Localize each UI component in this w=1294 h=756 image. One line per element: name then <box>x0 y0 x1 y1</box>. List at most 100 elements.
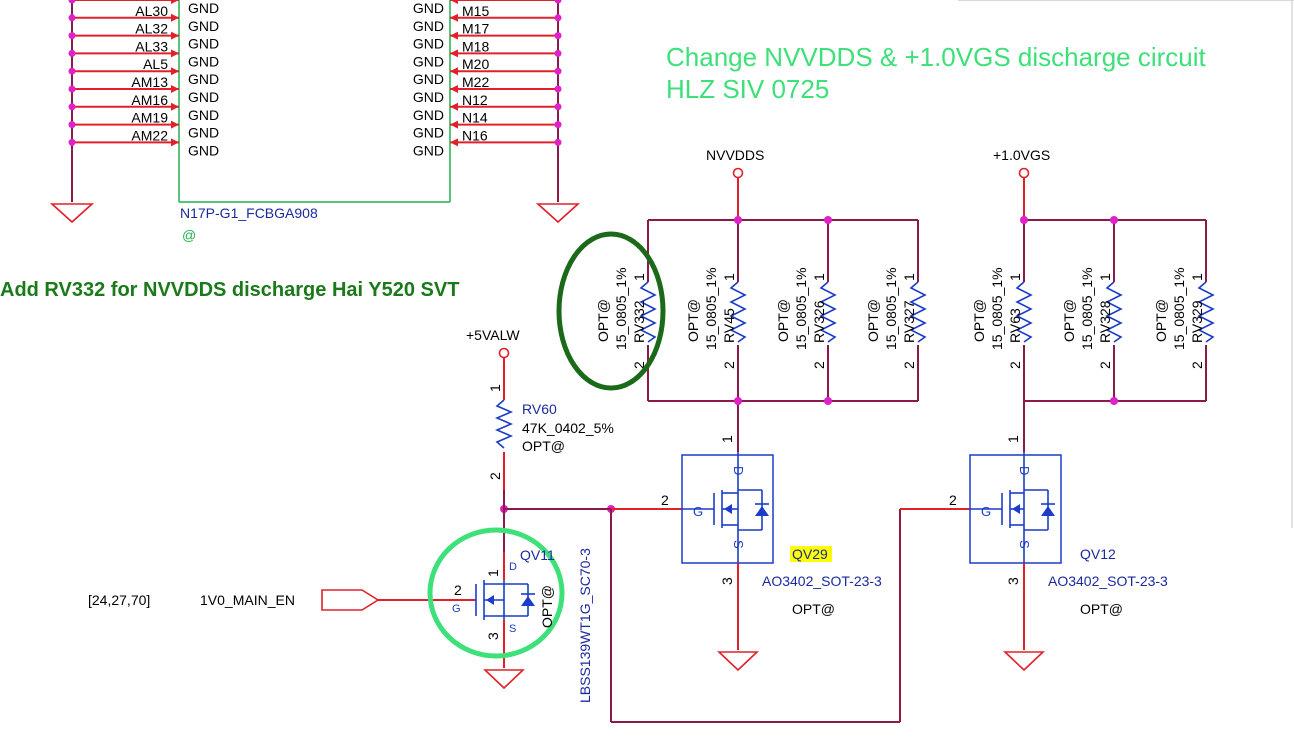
qv11-d-label: D <box>509 561 517 573</box>
resistor-opt-label: OPT@ <box>1061 299 1077 342</box>
valw-rail-port <box>498 347 510 359</box>
gpu-pin-lines <box>68 0 562 147</box>
resistor-pin2-label: 2 <box>631 361 647 369</box>
pin-arrow-icon <box>171 13 179 22</box>
resistor-opt-label: OPT@ <box>865 299 881 342</box>
gpu-symbol <box>178 0 451 203</box>
rv60-pin2: 2 <box>487 472 503 480</box>
qv12-pin-s: 3 <box>1005 577 1021 585</box>
add-rv332-note: Add RV332 for NVVDDS discharge Hai Y520 … <box>0 279 459 301</box>
rv60-ref: RV60 <box>522 401 557 417</box>
gpu-left-pin-labels: AL28GNDAL30GNDAL32GNDAL33GNDAL5GNDAM13GN… <box>131 0 219 158</box>
gpu-right-pin-label: M18 <box>462 38 489 54</box>
enable-sheet-refs: [24,27,70] <box>88 592 150 608</box>
qv11-part: LBSS139WT1G_SC70-3 <box>577 548 593 703</box>
qv11-highlight-circle <box>427 527 565 659</box>
junction-dot <box>68 103 76 111</box>
gpu-left-pin-label: AM16 <box>131 92 168 108</box>
gpu-right-pin-label: M17 <box>462 21 489 37</box>
enable-port-arrow-icon <box>321 589 380 611</box>
pin-arrow-icon <box>450 31 458 40</box>
qv11-opt: OPT@ <box>539 585 555 628</box>
qv11-s-label: S <box>509 623 516 635</box>
qv11-mosfet <box>378 552 535 668</box>
qv29-pin-s: 3 <box>719 577 735 585</box>
gpu-gnd-label: GND <box>413 89 444 105</box>
resistor-ref-label: RV63 <box>1007 308 1023 343</box>
gpu-right-pin-label: M22 <box>462 74 489 90</box>
change-note-line2: HLZ SIV 0725 <box>666 74 829 104</box>
gpu-gnd-label: GND <box>188 18 219 34</box>
resistor-opt-label: OPT@ <box>595 299 611 342</box>
pin-arrow-icon <box>171 31 179 40</box>
resistor-ref-label: RV45 <box>721 308 737 343</box>
discharge-resistors: OPT@15_0805_1%RV33212OPT@15_0805_1%RV451… <box>595 267 1215 369</box>
resistor-opt-label: OPT@ <box>685 299 701 342</box>
resistor-pin2-label: 2 <box>1189 361 1205 369</box>
ground-icon <box>716 651 760 672</box>
junction-dot <box>68 14 76 22</box>
gpu-right-pin-label: N12 <box>462 92 488 108</box>
pin-arrow-icon <box>450 138 458 147</box>
gpu-left-pin-label: AM19 <box>131 110 168 126</box>
gpu-left-pin-label: AL30 <box>135 3 168 19</box>
qv29-mosfet <box>681 452 774 650</box>
pin-arrow-icon <box>171 120 179 129</box>
gpu-gnd-label: GND <box>188 71 219 87</box>
gpu-gnd-label: GND <box>413 36 444 52</box>
pin-arrow-icon <box>171 0 179 4</box>
pin-arrow-icon <box>171 102 179 111</box>
qv11-pin-s: 3 <box>485 632 501 640</box>
resistor-pin1-label: 1 <box>1189 273 1205 281</box>
qv11-g-label: G <box>452 603 461 615</box>
change-note-line1: Change NVVDDS & +1.0VGS discharge circui… <box>666 42 1207 72</box>
qv11-pin-g: 2 <box>454 582 462 598</box>
junction-dot <box>554 49 562 57</box>
gpu-gnd-label: GND <box>413 107 444 123</box>
pin-arrow-icon <box>450 0 458 4</box>
gpu-left-pin-label: AL32 <box>135 21 168 37</box>
qv12-pin-g: 2 <box>949 492 957 508</box>
rv60-opt: OPT@ <box>522 438 565 454</box>
gpu-gnd-label: GND <box>188 142 219 158</box>
pin-arrow-icon <box>171 67 179 76</box>
resistor-value-label: 15_0805_1% <box>703 267 719 350</box>
qv12-s-label: S <box>1017 540 1032 549</box>
nvvdds-rail-label: NVVDDS <box>706 147 764 163</box>
pin-arrow-icon <box>171 49 179 58</box>
pin-arrow-icon <box>171 85 179 93</box>
gpu-gnd-label: GND <box>413 18 444 34</box>
nvvdds-rail-port <box>732 167 744 179</box>
resistor-opt-label: OPT@ <box>971 299 987 342</box>
gpu-right-pin-label: M15 <box>462 3 489 19</box>
rv60-pin1: 1 <box>487 384 503 392</box>
junction-dot <box>68 121 76 129</box>
gpu-right-pin-label: M13 <box>462 0 489 1</box>
junction-dot <box>554 0 562 4</box>
gpu-gnd-label: GND <box>413 0 444 16</box>
junction-dot <box>68 32 76 40</box>
junction-dot <box>68 85 76 93</box>
resistor-pin1-label: 1 <box>631 273 647 281</box>
resistor-value-label: 15_0805_1% <box>613 267 629 350</box>
qv29-g-label: G <box>693 504 703 519</box>
resistor-pin2-label: 2 <box>1007 361 1023 369</box>
resistor-pin2-label: 2 <box>901 361 917 369</box>
qv12-ref: QV12 <box>1080 546 1116 562</box>
rv60-resistor-icon <box>494 399 514 449</box>
ground-icon <box>49 203 95 224</box>
qv29-s-label: S <box>731 540 746 549</box>
qv29-opt: OPT@ <box>792 601 835 617</box>
resistor-pin1-label: 1 <box>901 273 917 281</box>
qv12-mosfet <box>969 452 1062 650</box>
qv11-ref: QV11 <box>520 547 555 563</box>
resistor-value-label: 15_0805_1% <box>1171 267 1187 350</box>
gpu-right-pin-label: N14 <box>462 110 488 126</box>
qv29-ref: QV29 <box>792 546 828 562</box>
junction-dot <box>68 67 76 75</box>
qv12-opt: OPT@ <box>1080 601 1123 617</box>
ground-icon <box>482 669 526 690</box>
junction-dot <box>68 138 76 146</box>
gpu-left-pin-label: AM22 <box>131 127 168 143</box>
resistor-icon <box>1105 281 1123 343</box>
